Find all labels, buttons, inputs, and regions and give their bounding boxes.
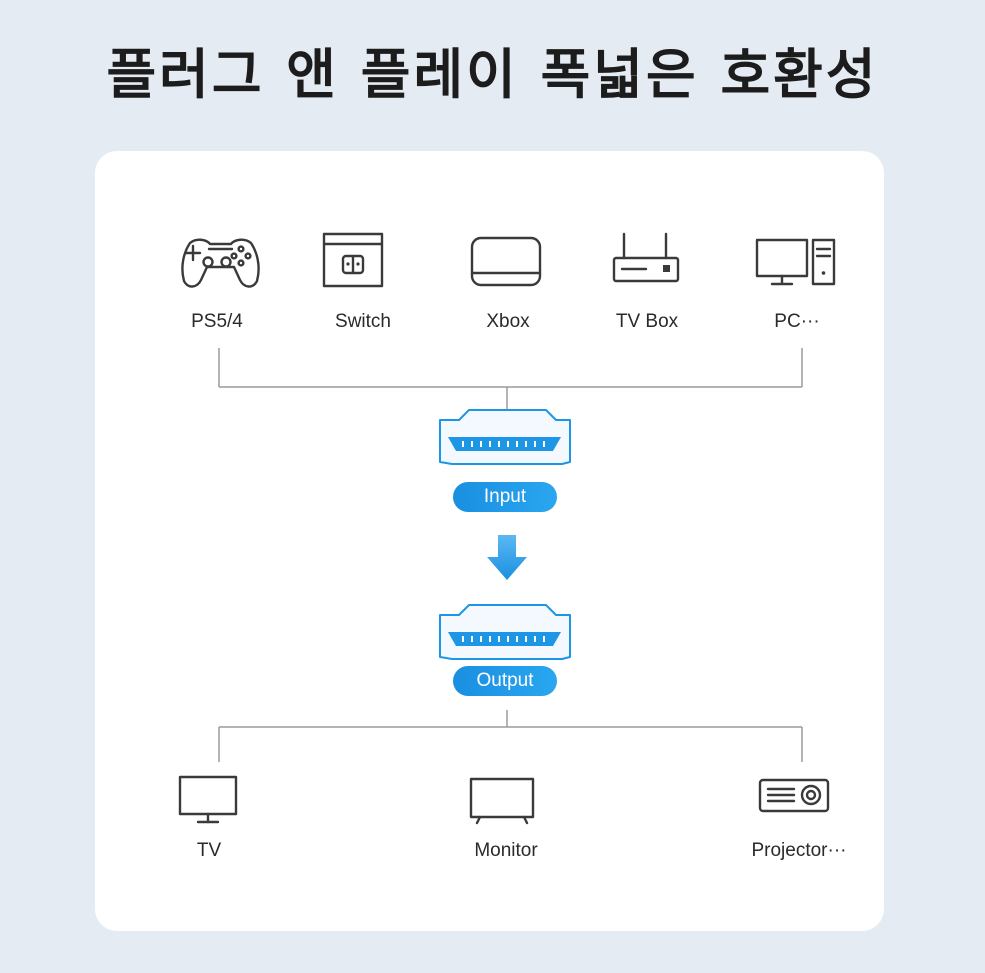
hdmi-port-icon [439, 604, 571, 660]
output-badge: Output [453, 666, 557, 696]
tv-box-router-icon [612, 232, 680, 283]
source-label-ps5: PS5/4 [191, 311, 243, 332]
source-connector-lines [218, 348, 803, 410]
page-title: 플러그 앤 플레이 폭넓은 호환성 [106, 43, 879, 106]
compatibility-card [95, 151, 884, 931]
tv-icon [178, 775, 238, 824]
gamepad-icon [181, 238, 260, 288]
input-badge: Input [453, 482, 557, 512]
monitor-icon [469, 777, 535, 825]
source-label-xbox: Xbox [486, 311, 530, 332]
desktop-pc-icon [755, 238, 836, 286]
source-label-pc: PC··· [774, 311, 820, 332]
hdmi-port-icon [439, 409, 571, 465]
switch-console-icon [322, 232, 384, 288]
xbox-console-icon [470, 236, 542, 287]
output-label-tv: TV [196, 840, 222, 861]
source-label-switch: Switch [335, 311, 391, 332]
output-connector-lines [218, 710, 803, 762]
output-label-monitor: Monitor [474, 840, 538, 861]
source-label-tv-box: TV Box [615, 311, 679, 332]
projector-icon [758, 778, 830, 813]
output-label-projector: Projector··· [751, 840, 847, 861]
arrow-down-icon [487, 535, 527, 580]
